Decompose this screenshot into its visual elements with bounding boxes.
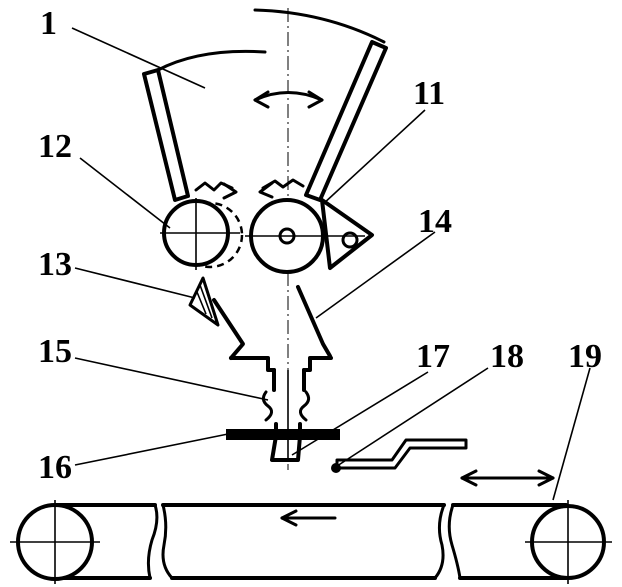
label-13: 13: [38, 246, 72, 283]
label-12: 12: [38, 128, 72, 165]
label-14: 14: [418, 203, 452, 240]
label-15: 15: [38, 333, 72, 370]
feed-guides: [212, 285, 332, 360]
label-17: 17: [416, 338, 450, 375]
leader-lines: [71, 27, 591, 501]
scraper-13: [188, 276, 220, 327]
label-16: 16: [38, 449, 72, 486]
conveyor-19: [10, 500, 612, 584]
label-19: 19: [568, 338, 602, 375]
label-1: 1: [40, 5, 57, 42]
swing-arrow: [253, 90, 324, 109]
shuttle-motion-arrow: [460, 469, 555, 487]
labels: 1 11 12 13 14 15 16 17 18 19: [38, 5, 602, 486]
roller-11: [245, 198, 374, 274]
label-11: 11: [413, 75, 445, 112]
label-18: 18: [490, 338, 524, 375]
roller-12: [160, 198, 244, 270]
roller-rotation-arrows: [194, 178, 305, 200]
feed-nozzle: [229, 356, 333, 462]
plate-16: [226, 429, 340, 440]
shuttle-18: [331, 438, 468, 473]
